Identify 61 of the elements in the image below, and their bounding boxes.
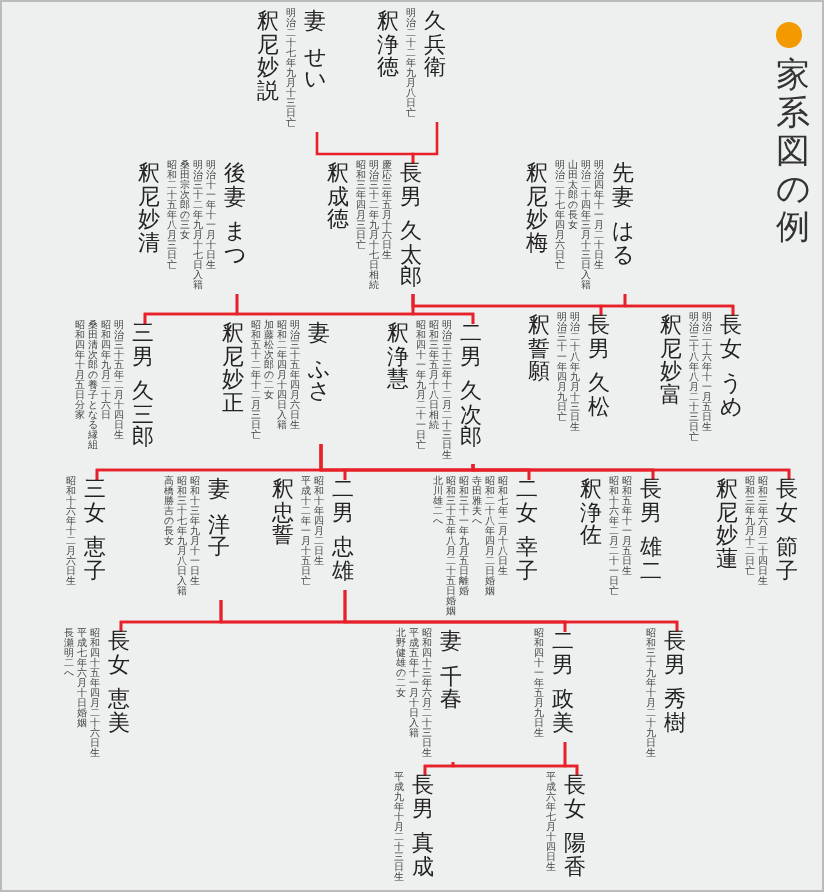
person-name: 久兵衛 [424,10,446,79]
person-name: 真成 [412,832,434,878]
dharma-name: 釈尼妙説 [257,10,279,102]
relation-label: 先妻 [612,162,634,208]
person-name: 忠雄 [332,536,354,582]
relation-label: 長女 [720,314,742,360]
dharma-name: 釈尼妙蓮 [716,478,738,570]
relation-label: 長男 [412,774,434,820]
person-name: 千春 [440,665,462,711]
person-name: 雄二 [640,536,662,582]
relation-label: 後妻 [224,162,246,208]
diagram-title: 家系図の例 [776,58,810,248]
relation-label: 長男 [664,630,686,676]
person-name: うめ [720,372,742,418]
dharma-name: 釈尼妙梅 [526,162,548,254]
family-line [143,294,239,324]
person-name: 久松 [588,372,610,418]
relation-label: 長男 [588,314,610,360]
relation-label: 長女 [108,630,130,676]
family-line [423,762,455,776]
relation-label: 二男 [460,322,482,368]
person-name: はる [612,220,634,266]
relation-label: 長男 [400,162,422,208]
family-line [95,444,323,480]
person-name: 久太郎 [400,220,422,289]
dharma-name: 釈成徳 [327,162,349,231]
relation-label: 妻 [308,322,330,345]
person-name: ふさ [308,357,330,403]
dharma-name: 釈忠誓 [272,478,294,547]
dharma-name: 釈浄徳 [377,10,399,79]
dharma-name: 釈尼妙富 [660,314,682,406]
relation-label: 三女 [84,478,106,524]
person-name: 恵子 [84,536,106,582]
person-name: 節子 [776,536,798,582]
relation-label: 妻 [304,10,326,33]
relation-label: 妻 [208,478,230,501]
person-name: 政美 [552,688,574,734]
person-name: せい [304,45,326,91]
person-name: 幸子 [516,536,538,582]
person-name: 秀樹 [664,688,686,734]
relation-label: 三男 [132,322,154,368]
dharma-name: 釈浄佐 [580,478,602,547]
dharma-name: 釈尼妙正 [222,322,244,414]
family-line [315,132,415,164]
relation-label: 妻 [440,630,462,653]
relation-label: 二男 [552,630,574,676]
relation-label: 長男 [640,478,662,524]
relation-label: 二女 [516,478,538,524]
dharma-name: 釈尼妙清 [138,162,160,254]
person-name: まつ [224,220,246,266]
person-name: 久三郎 [132,380,154,449]
relation-label: 二男 [332,478,354,524]
dharma-name: 釈誓願 [528,314,550,383]
dharma-name: 釈浄慧 [387,322,409,391]
family-line [119,600,223,632]
relation-label: 長女 [776,478,798,524]
person-name: 陽香 [564,832,586,878]
person-name: 久次郎 [460,380,482,449]
person-name: 恵美 [108,688,130,734]
relation-label: 長女 [564,774,586,820]
person-name: 洋子 [208,513,230,559]
